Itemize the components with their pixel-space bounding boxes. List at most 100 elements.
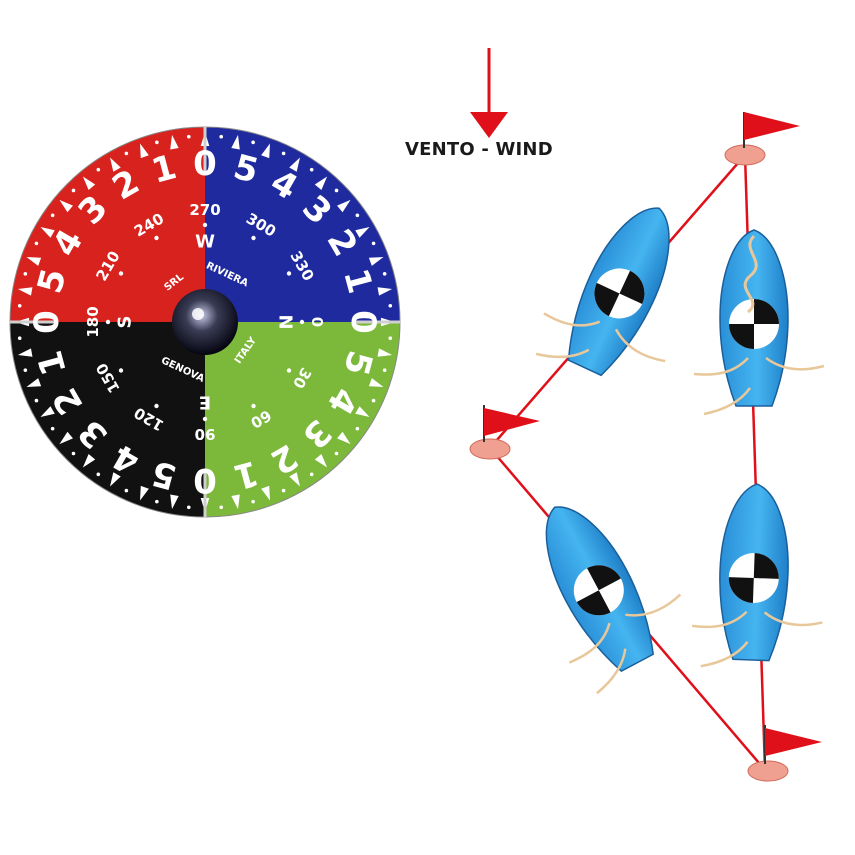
- flag-left-icon: [483, 405, 540, 442]
- boat-marker-segment: [587, 565, 621, 591]
- compass-tick-dot: [334, 451, 339, 456]
- boat-sheet: [763, 611, 823, 627]
- compass-tick: [231, 494, 240, 510]
- compass-tick: [40, 227, 55, 238]
- compass-tick-dot: [219, 134, 224, 139]
- boat-marker-segment: [754, 299, 779, 324]
- compass-tick: [261, 143, 270, 159]
- compass-ring-digit: 0: [193, 144, 217, 184]
- compass-cardinal-labels: N E S W: [115, 232, 296, 413]
- compass-cardinal-east: E: [199, 392, 211, 413]
- compass-bearing-label: 90: [195, 425, 216, 443]
- boat-marker-segment: [619, 270, 645, 305]
- compass-tick-dot: [71, 188, 76, 193]
- compass-tick-dot: [23, 368, 28, 372]
- boat-marker-segment: [753, 553, 779, 579]
- compass-bearing-label: 180: [84, 306, 102, 337]
- boat-sheet: [700, 641, 749, 668]
- compass-tick: [170, 494, 179, 510]
- compass-cardinal-north: N: [275, 314, 296, 329]
- compass-tick-dot: [382, 272, 387, 276]
- boat-sheet: [614, 328, 666, 363]
- compass-tick-dot: [382, 368, 387, 372]
- compass-tick-dot: [355, 213, 360, 218]
- compass-tick-dot: [371, 241, 376, 246]
- compass-tick-dot: [17, 336, 22, 341]
- compass-tick: [377, 348, 393, 357]
- compass-bearing-dot: [251, 235, 256, 241]
- compass-cardinal-west: W: [195, 232, 215, 253]
- compass-bearing-label: 270: [189, 201, 220, 219]
- compass-tick-dot: [281, 151, 286, 156]
- compass-tick-dot: [388, 303, 393, 308]
- compass-tick-dot: [124, 151, 129, 156]
- compass-tick-dot: [34, 241, 39, 246]
- compass-cardinal-south: S: [115, 316, 136, 329]
- compass-tick: [368, 257, 384, 266]
- boat-sheet: [691, 610, 748, 629]
- compass-tick: [26, 257, 42, 266]
- compass-bearing-dot: [202, 222, 208, 228]
- compass-tick: [377, 287, 393, 296]
- compass-tick: [261, 485, 270, 501]
- compass-bearing-dot: [118, 271, 124, 276]
- compass-tick: [17, 348, 33, 357]
- compass-bearing-dot: [299, 319, 305, 325]
- compass-tick: [289, 157, 300, 172]
- compass-tick-dot: [71, 451, 76, 456]
- wind-arrow-icon: [470, 48, 508, 138]
- compass-tick-dot: [23, 272, 28, 276]
- compass-tick: [337, 431, 351, 445]
- compass-tick: [82, 454, 96, 468]
- boat-sheet: [765, 356, 825, 371]
- compass-bearing-dot: [154, 403, 159, 409]
- boat-marker-segment: [729, 324, 754, 349]
- compass-bearing-dot: [251, 403, 256, 409]
- boat-upper-right-icon: [693, 229, 825, 416]
- compass-tick: [170, 134, 179, 150]
- compass-tick: [140, 485, 149, 501]
- compass-tick-dot: [124, 488, 129, 493]
- compass-ring-digit: 0: [27, 310, 67, 334]
- compass-tick-dot: [34, 398, 39, 403]
- compass-tick: [82, 176, 96, 190]
- compass-tick: [110, 157, 121, 172]
- compass-tick-dot: [50, 426, 55, 431]
- compass-tick: [314, 176, 328, 190]
- compass-tick-dot: [155, 499, 159, 504]
- compass-tick: [231, 134, 240, 150]
- compass-tick: [314, 454, 328, 468]
- compass-tick: [337, 199, 351, 213]
- wind-label: VENTO - WIND: [405, 139, 553, 160]
- boat-sheet: [596, 648, 627, 695]
- compass-tick: [355, 227, 370, 238]
- compass-tick-dot: [251, 140, 255, 145]
- compass-tick: [17, 287, 33, 296]
- boat-sheet: [703, 387, 752, 416]
- compass-tick: [289, 472, 300, 487]
- flag-bottom-icon: [764, 725, 822, 764]
- compass-tick: [368, 378, 384, 387]
- compass-tick-dot: [155, 140, 159, 145]
- compass-tick-dot: [388, 336, 393, 341]
- compass-tick-dot: [219, 505, 224, 510]
- compass-bearing-dot: [118, 368, 124, 373]
- compass-tick: [140, 143, 149, 159]
- compass-tick-dot: [186, 134, 191, 139]
- compass-tick-dot: [186, 505, 191, 510]
- boat-sheet: [568, 622, 611, 664]
- compass-tick-dot: [309, 167, 314, 172]
- compass-bearing-dot: [105, 319, 111, 325]
- compass-bearing-dot: [202, 416, 208, 422]
- spinnaker-sheet-icon: [743, 234, 758, 314]
- compass-tick-dot: [309, 472, 314, 477]
- compass-tick: [110, 472, 121, 487]
- compass-bearing-dot: [154, 235, 159, 241]
- boat-lower-left-icon: [545, 506, 682, 695]
- flag-top-icon: [743, 112, 800, 148]
- boat-sheet: [693, 357, 749, 376]
- compass-ring-digit: 0: [343, 310, 383, 334]
- compass-tick-dot: [281, 488, 286, 493]
